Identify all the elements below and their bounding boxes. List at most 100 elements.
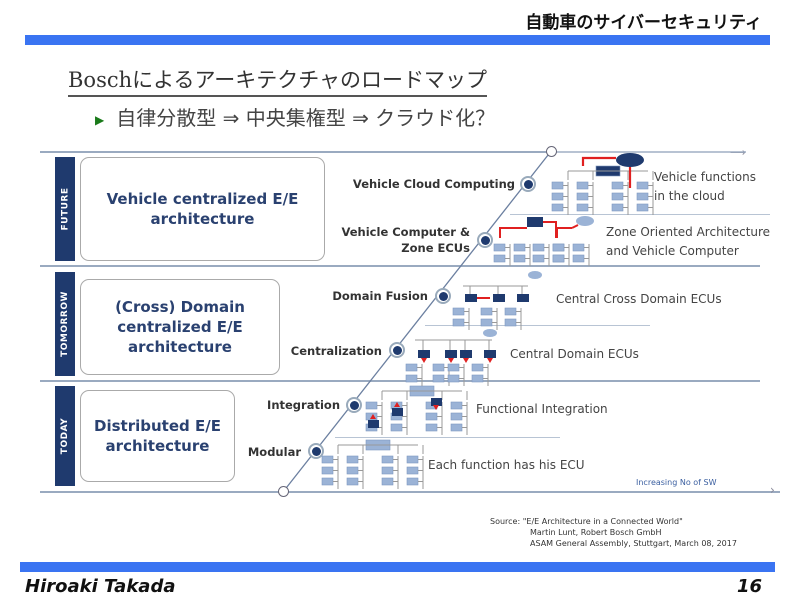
top-accent-bar bbox=[25, 35, 770, 45]
red-arrow-icon bbox=[448, 358, 454, 363]
red-arrow-icon bbox=[487, 358, 493, 363]
ecu-block bbox=[636, 203, 649, 212]
ecu-block bbox=[425, 423, 438, 432]
source-line: Martin Lunt, Robert Bosch GmbH bbox=[530, 527, 662, 537]
ecu-block bbox=[611, 192, 624, 201]
stage-desc-modular: Each function has his ECU bbox=[428, 458, 585, 472]
red-arrow-icon bbox=[394, 402, 400, 407]
ecu-block bbox=[450, 401, 463, 410]
ecu-block bbox=[636, 181, 649, 190]
ecu-block bbox=[471, 363, 484, 372]
ecu-block bbox=[504, 307, 517, 316]
ecu-block bbox=[425, 412, 438, 421]
stage-desc-integration: Functional Integration bbox=[476, 402, 608, 416]
cloud-icon bbox=[483, 329, 497, 337]
stage-node-centralization bbox=[389, 342, 405, 358]
stage-node-cloud bbox=[520, 176, 536, 192]
ecu-block bbox=[484, 350, 496, 358]
axis-line-bottom bbox=[40, 491, 780, 493]
band-line-tomorrow-today bbox=[40, 380, 760, 382]
ecu-block bbox=[381, 466, 394, 475]
cloud-icon bbox=[576, 216, 594, 226]
timeline-start-node bbox=[278, 486, 289, 497]
stage-label-zone: Vehicle Computer & Zone ECUs bbox=[341, 225, 470, 256]
arch-box-today: Distributed E/E architecture bbox=[80, 390, 235, 482]
ecu-block bbox=[346, 477, 359, 486]
bottom-accent-bar bbox=[20, 562, 775, 572]
ecu-block bbox=[513, 254, 526, 263]
ecu-block bbox=[611, 181, 624, 190]
ecu-block bbox=[452, 307, 465, 316]
ecu-block bbox=[432, 374, 445, 383]
arch-box-tomorrow: (Cross) Domain centralized E/E architect… bbox=[80, 279, 280, 375]
band-label-tomorrow: TOMORROW bbox=[55, 272, 75, 376]
arch-box-future: Vehicle centralized E/E architecture bbox=[80, 157, 325, 261]
ecu-block bbox=[636, 192, 649, 201]
sub-line bbox=[510, 214, 770, 215]
ecu-block bbox=[493, 294, 505, 302]
band-label-today: TODAY bbox=[55, 386, 75, 486]
header-title: 自動車のサイバーセキュリティ bbox=[525, 13, 762, 33]
ecu-block bbox=[450, 423, 463, 432]
ecu-block bbox=[405, 374, 418, 383]
ecu-block bbox=[504, 318, 517, 327]
source-line: ASAM General Assembly, Stuttgart, March … bbox=[530, 538, 737, 548]
stage-label-integration: Integration bbox=[267, 398, 340, 412]
ecu-block bbox=[552, 254, 565, 263]
red-arrow-icon bbox=[370, 414, 376, 419]
ecu-block bbox=[346, 455, 359, 464]
red-link bbox=[581, 156, 632, 188]
slide-title: Boschによるアーキテクチャのロードマップ bbox=[68, 64, 488, 97]
ecu-block bbox=[381, 455, 394, 464]
ecu-block bbox=[405, 363, 418, 372]
ecu-block bbox=[447, 363, 460, 372]
stage-node-zone bbox=[477, 232, 493, 248]
ecu-block bbox=[381, 477, 394, 486]
ecu-block bbox=[365, 401, 378, 410]
ecu-block bbox=[406, 455, 419, 464]
page-number: 16 bbox=[736, 576, 762, 597]
ecu-block bbox=[551, 192, 564, 201]
ecu-block bbox=[527, 217, 543, 227]
stage-node-modular bbox=[308, 443, 324, 459]
stage-desc-domain-fusion: Central Cross Domain ECUs bbox=[556, 292, 722, 306]
ecu-block bbox=[517, 294, 529, 302]
author-name: Hiroaki Takada bbox=[25, 576, 176, 597]
ecu-block bbox=[368, 420, 379, 428]
bullet-triangle-icon: ▶ bbox=[95, 112, 105, 127]
ecu-block bbox=[480, 318, 493, 327]
stage-desc-zone: Zone Oriented Architecture and Vehicle C… bbox=[606, 225, 771, 258]
ecu-block bbox=[390, 423, 403, 432]
stage-label-domain-fusion: Domain Fusion bbox=[332, 289, 428, 303]
ecu-block bbox=[450, 412, 463, 421]
ecu-block bbox=[406, 466, 419, 475]
ecu-block bbox=[392, 408, 403, 416]
ecu-block bbox=[418, 350, 430, 358]
ecu-block bbox=[576, 192, 589, 201]
ecu-block bbox=[432, 363, 445, 372]
ecu-block bbox=[346, 466, 359, 475]
stage-node-domain-fusion bbox=[435, 288, 451, 304]
ecu-block bbox=[576, 203, 589, 212]
ecu-block bbox=[551, 181, 564, 190]
ecu-block bbox=[552, 243, 565, 252]
ecu-block bbox=[445, 350, 457, 358]
ecu-block bbox=[493, 243, 506, 252]
ecu-block bbox=[406, 477, 419, 486]
ecu-block bbox=[431, 398, 442, 406]
ecu-block bbox=[471, 374, 484, 383]
source-citation: Source: "E/E Architecture in a Connected… bbox=[490, 517, 737, 549]
ecu-block bbox=[460, 350, 472, 358]
ecu-block bbox=[532, 243, 545, 252]
sub-line bbox=[425, 325, 650, 326]
band-line-future-tomorrow bbox=[40, 265, 760, 267]
ecu-block bbox=[321, 466, 334, 475]
bullet-point: ▶自律分散型 ⇒ 中央集権型 ⇒ クラウド化？ bbox=[95, 102, 495, 131]
cloud-icon bbox=[528, 271, 542, 279]
stage-node-integration bbox=[346, 397, 362, 413]
ecu-block bbox=[465, 294, 477, 302]
stage-label-centralization: Centralization bbox=[290, 344, 382, 358]
axis-label: Increasing No of SW bbox=[636, 478, 717, 487]
